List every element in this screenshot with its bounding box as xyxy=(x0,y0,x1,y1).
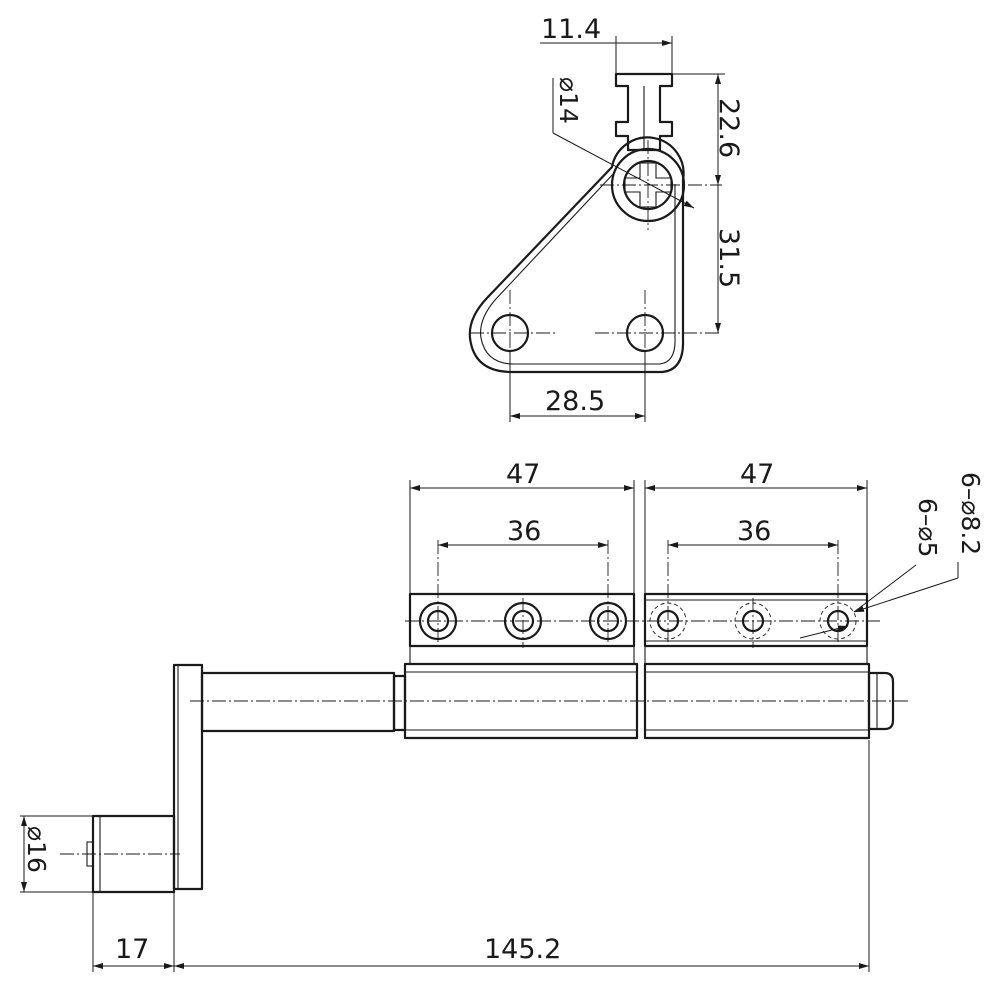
pin-shaft xyxy=(200,671,396,733)
callout-small-holes: 6–⌀5 xyxy=(913,498,942,557)
dim-top-key-width: 11.4 xyxy=(541,14,601,45)
left-collar xyxy=(392,674,407,732)
dim-left-leaf-width: 47 xyxy=(506,459,540,490)
dim-right-hole-pitch: 36 xyxy=(737,516,771,547)
end-cap xyxy=(867,671,895,731)
leader-line xyxy=(552,132,695,209)
bracket-plate-inner-edge xyxy=(480,171,676,365)
dim-top-height-upper: 22.6 xyxy=(713,98,744,158)
top-view: 11.4 ⌀14 22.6 31.5 28.5 xyxy=(468,14,744,422)
leader-line xyxy=(853,577,959,613)
dim-top-height-lower: 31.5 xyxy=(713,228,744,288)
leader-line xyxy=(799,625,849,639)
crank-arm xyxy=(172,663,204,891)
dim-right-leaf-width: 47 xyxy=(740,459,774,490)
dim-shaft-dia: ⌀16 xyxy=(22,826,51,873)
dim-overall-length: 145.2 xyxy=(484,934,561,965)
leader-line xyxy=(853,564,917,613)
callout-large-holes: 6–⌀8.2 xyxy=(956,472,985,555)
pivot-spline xyxy=(624,162,672,208)
dim-top-bore-dia: ⌀14 xyxy=(554,77,583,124)
dim-left-hole-pitch: 36 xyxy=(507,516,541,547)
dim-shaft-offset: 17 xyxy=(115,934,149,965)
right-leaf-plate xyxy=(643,592,869,648)
bracket-plate-outline xyxy=(468,136,685,374)
dim-top-hole-spacing: 28.5 xyxy=(545,386,605,417)
front-view: 47 36 47 36 6–⌀8.2 6–⌀5 ⌀16 17 145.2 xyxy=(20,459,985,972)
